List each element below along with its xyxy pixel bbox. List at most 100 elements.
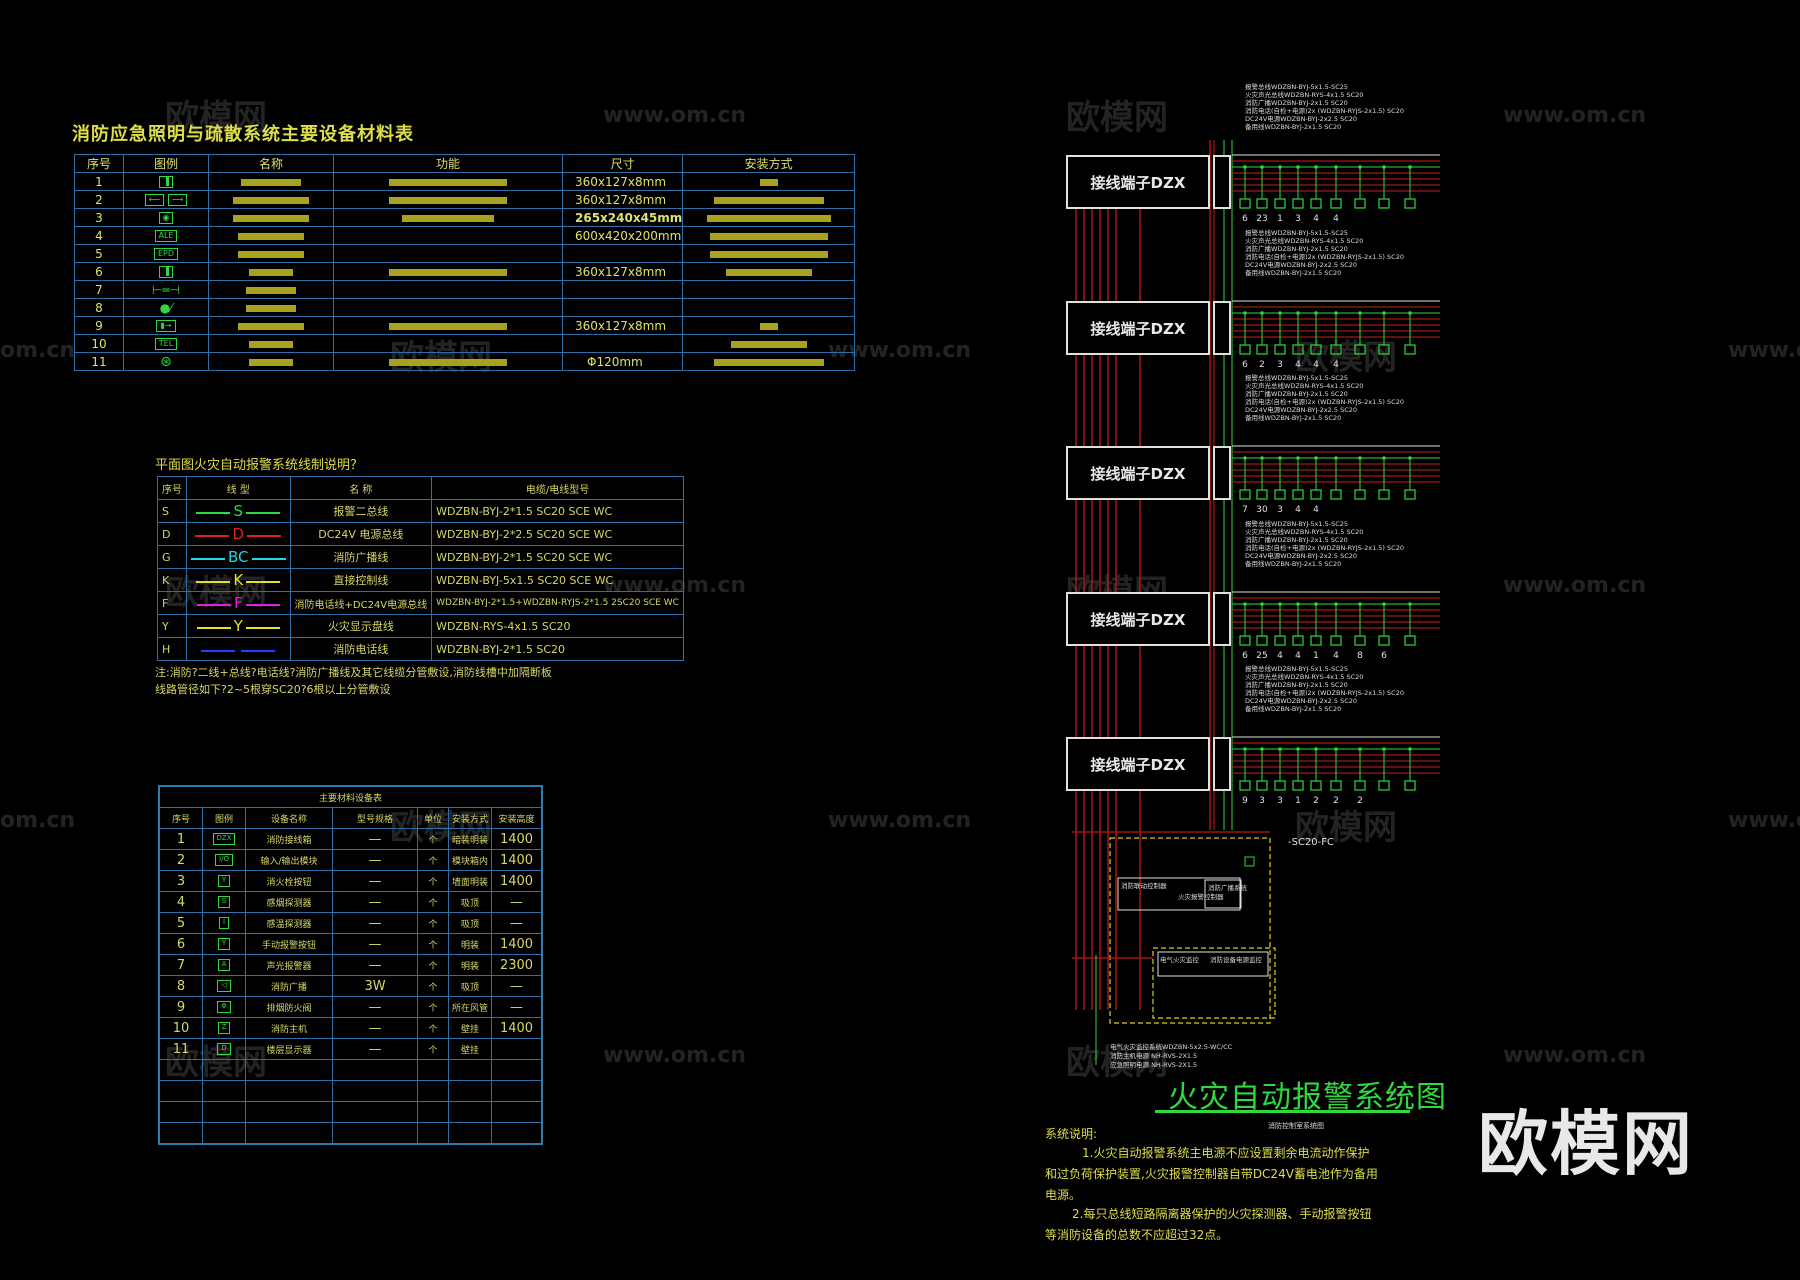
equipment-unit: 个 <box>417 996 449 1018</box>
table-row: 10 TEL <box>74 334 855 353</box>
table-row: 2 ⟵ ⟶ 360x127x8mm <box>74 190 855 209</box>
direction-sign-icon: ▮→ <box>156 320 176 332</box>
tel-box-icon: TEL <box>154 338 178 350</box>
col-header: 功能 <box>333 154 563 173</box>
detector-icon <box>1274 489 1286 500</box>
col-header: 序号 <box>74 154 124 173</box>
junction-dot <box>1296 747 1300 751</box>
row-number: 8 <box>158 975 203 997</box>
detector-icon <box>1354 198 1366 209</box>
row-number: 9 <box>74 316 124 335</box>
equipment-symbol-icon: Y <box>217 875 231 887</box>
line-code: Y <box>233 617 243 635</box>
equipment-unit: 个 <box>417 1017 449 1039</box>
control-room-label: 消防广播系统 <box>1208 884 1247 892</box>
col-header: 设备名称 <box>245 807 333 829</box>
row-number: 8 <box>74 298 124 317</box>
title-underline <box>1155 1110 1410 1113</box>
row-number: 7 <box>158 954 203 976</box>
row-code: D <box>157 522 187 546</box>
junction-dot <box>1296 602 1300 606</box>
equipment-symbol-icon: Φ <box>217 1001 231 1013</box>
size-value: 600x420x200mm <box>561 226 684 245</box>
emergency-light-icon: ◉ <box>158 212 174 224</box>
install-height: 1400 <box>491 849 543 871</box>
row-code: Y <box>157 614 187 638</box>
table-row: 1 ▐ 360x127x8mm <box>74 172 855 191</box>
control-room-label: 消防联动控制器 <box>1121 882 1167 890</box>
equipment-name: 输入/输出模块 <box>245 849 333 871</box>
line-sample: S <box>186 499 291 523</box>
cable-spec-line: 报警总线WDZBN-BYJ-5x1.5-SC25 <box>1245 665 1349 673</box>
junction-dot <box>1382 602 1386 606</box>
junction-dot <box>1243 456 1247 460</box>
install-method: 吸顶 <box>448 912 492 934</box>
watermark-url: www.om.cn <box>828 808 972 833</box>
junction-dot <box>1243 747 1247 751</box>
line-name: 火灾显示盘线 <box>289 614 433 638</box>
dzx-terminal-box: 接线端子DZX <box>1066 155 1210 209</box>
equipment-unit: 个 <box>417 954 449 976</box>
table2-title: 平面图火灾自动报警系统线制说明？ <box>155 458 364 473</box>
equipment-name: 声光报警器 <box>245 954 333 976</box>
row-number: 10 <box>74 334 124 353</box>
watermark-url: om.cn <box>0 808 76 833</box>
system-note-line: 电源。 <box>1045 1188 1082 1202</box>
detector-icon <box>1330 489 1342 500</box>
row-number: 6 <box>74 262 124 281</box>
device-count: 6 <box>1242 214 1248 224</box>
line-sample: F <box>186 591 291 615</box>
device-count: 1 <box>1277 214 1283 224</box>
detector-icon <box>1354 344 1366 355</box>
detector-icon <box>1256 344 1268 355</box>
line-code: BC <box>228 548 249 566</box>
cable-spec-line: 消防广播WDZBN-BYJ-2x1.5 SC20 <box>1245 536 1348 544</box>
equipment-unit: 个 <box>417 1038 449 1060</box>
lower-note: 应急照明电源 NH-RVS-2X1.5 <box>1110 1061 1198 1069</box>
equipment-model: — <box>332 870 418 892</box>
install-height: 1400 <box>491 1017 543 1039</box>
install-method: 壁挂 <box>448 1017 492 1039</box>
device-count: 2 <box>1357 796 1363 806</box>
equipment-symbol-icon: I/O <box>215 854 233 866</box>
detector-icon <box>1274 780 1286 791</box>
detector-icon <box>1256 198 1268 209</box>
line-name: 消防广播线 <box>289 545 433 569</box>
light-fixture-icon: ⊢═⊣ <box>151 282 181 297</box>
size-value: 360x127x8mm <box>561 172 684 191</box>
device-count: 7 <box>1242 505 1248 515</box>
equipment-name: 感温探测器 <box>245 912 333 934</box>
ale-box-icon: ALE <box>154 230 178 242</box>
size-value: 360x127x8mm <box>561 262 684 281</box>
line-sample: Y <box>186 614 291 638</box>
equipment-symbol-icon: D <box>217 1043 231 1055</box>
equipment-unit: 个 <box>417 828 449 850</box>
detector-icon <box>1292 635 1304 646</box>
col-header: 序号 <box>157 476 187 500</box>
system-note-line: 2.每只总线短路隔离器保护的火灾探测器、手动报警按钮 <box>1072 1207 1372 1221</box>
table-row: 11 ⊛ Φ120mm <box>74 352 855 371</box>
junction-dot <box>1358 747 1362 751</box>
cable-spec-line: 消防广播WDZBN-BYJ-2x1.5 SC20 <box>1245 245 1348 253</box>
detector-icon <box>1274 344 1286 355</box>
cable-spec-line: DC24V电源WDZBN-BYJ-2x2.5 SC20 <box>1245 552 1358 560</box>
row-code: K <box>157 568 187 592</box>
equipment-unit: 个 <box>417 870 449 892</box>
col-header: 名 称 <box>289 476 433 500</box>
junction-dot <box>1382 747 1386 751</box>
watermark-url: www.om.cn <box>1728 338 1800 363</box>
device-count: 6 <box>1381 651 1387 661</box>
row-number: 1 <box>74 172 124 191</box>
line-code: D <box>232 525 245 543</box>
row-number: 11 <box>158 1038 203 1060</box>
monitor-box <box>1157 951 1269 977</box>
install-method: 暗装明装 <box>448 828 492 850</box>
row-number: 11 <box>74 352 124 371</box>
watermark-url: www.om.cn <box>1503 1043 1647 1068</box>
device-count: 2 <box>1313 796 1319 806</box>
